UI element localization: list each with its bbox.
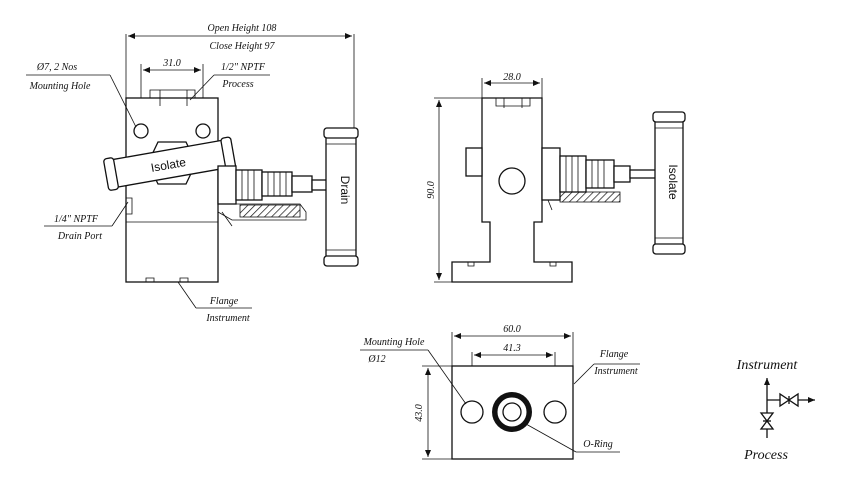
dim-43-text: 43.0	[414, 404, 425, 422]
flange-instrument-flange-label: Flange	[599, 349, 629, 360]
open-height-text: Open Height 108	[208, 23, 277, 34]
side-view: 28.0 90.0 Isolate	[426, 72, 686, 283]
nptf-half-text: 1/2" NPTF	[221, 62, 266, 73]
isolate-handle: Isolate	[103, 136, 237, 191]
flange-mounting-hole-label: Mounting Hole	[363, 337, 425, 348]
dim-31-text: 31.0	[162, 58, 181, 69]
flange-hole-callout: Mounting Hole Ø12	[360, 337, 467, 405]
side-isolate-label: Isolate	[666, 164, 680, 200]
schematic-process-label: Process	[743, 448, 788, 463]
side-isolate-valve: Isolate	[541, 111, 686, 255]
close-height-text: Close Height 97	[210, 41, 276, 52]
o-ring-label: O-Ring	[583, 439, 612, 450]
drain-port-callout: 1/4" NPTF Drain Port	[44, 197, 133, 242]
schematic-instrument-label: Instrument	[736, 358, 799, 373]
dim-41-text: 41.3	[503, 343, 521, 354]
side-body	[451, 97, 573, 283]
flange-instrument-callout: Flange Instrument	[573, 349, 640, 385]
drain-valve: Drain	[217, 127, 359, 267]
front-view: Open Height 108 Close Height 97 31.0 Iso…	[26, 23, 359, 324]
mounting-hole-spec: Ø7, 2 Nos	[36, 62, 77, 73]
mounting-hole-right	[195, 123, 211, 139]
nptf-quarter-text: 1/4" NPTF	[54, 214, 99, 225]
flange-view: 60.0 41.3 43.0 Mounting Hole Ø12 Flange	[360, 324, 640, 460]
dim-60-text: 60.0	[503, 324, 521, 335]
flange-hole-dia: Ø12	[367, 354, 385, 365]
flange-label: Flange	[209, 296, 239, 307]
o-ring-callout: O-Ring	[525, 423, 620, 453]
manifold-body	[125, 97, 219, 283]
flange-callout: Flange Instrument	[177, 281, 252, 324]
process-label: Process	[221, 79, 253, 90]
mounting-hole-left	[133, 123, 149, 139]
dim-28-text: 28.0	[503, 72, 521, 83]
drain-label: Drain	[338, 176, 352, 205]
valve-schematic: Instrument Process	[736, 358, 815, 463]
drain-port-label: Drain Port	[57, 231, 102, 242]
dim-90-text: 90.0	[426, 181, 437, 199]
process-port-callout: 1/2" NPTF Process	[189, 62, 270, 101]
side-stub	[465, 147, 483, 177]
mounting-hole-callout: Ø7, 2 Nos Mounting Hole	[26, 62, 137, 128]
flange-hole-left	[460, 400, 484, 424]
flange-hole-right	[543, 400, 567, 424]
flange-instrument-label: Instrument	[593, 366, 638, 377]
isolate-label: Isolate	[150, 155, 188, 175]
instrument-label: Instrument	[205, 313, 250, 324]
mounting-hole-label: Mounting Hole	[29, 81, 91, 92]
side-port	[498, 167, 526, 195]
